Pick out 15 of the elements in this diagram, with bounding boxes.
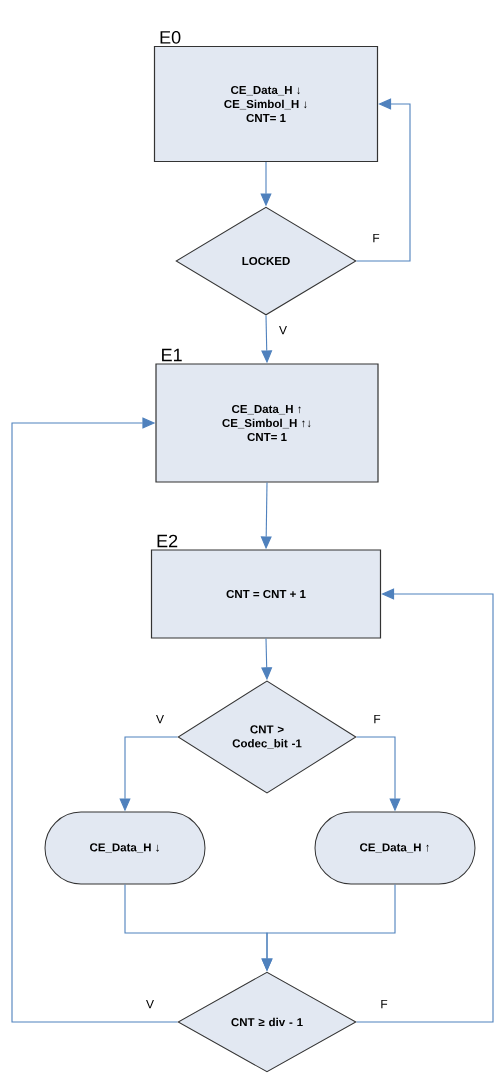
edge-label: F — [379, 998, 389, 1010]
process-box: CE_Data_H ↑ CE_Simbol_H ↑↓ CNT= 1 — [155, 363, 379, 483]
edge-label: V — [145, 998, 155, 1010]
process-box: CNT = CNT + 1 — [150, 549, 382, 639]
arrow — [355, 588, 494, 1023]
process-box: CE_Data_H ↓ CE_Simbol_H ↓ CNT= 1 — [153, 45, 379, 163]
arrow — [11, 417, 179, 1023]
edge-label: V — [155, 713, 165, 725]
edge-label: F — [372, 713, 382, 725]
state-label: E2 — [157, 534, 178, 548]
arrow — [355, 98, 411, 262]
state-label: E0 — [160, 30, 181, 44]
state-label: E1 — [162, 348, 182, 362]
edge-label: V — [278, 324, 288, 336]
edge-label: F — [371, 232, 381, 244]
